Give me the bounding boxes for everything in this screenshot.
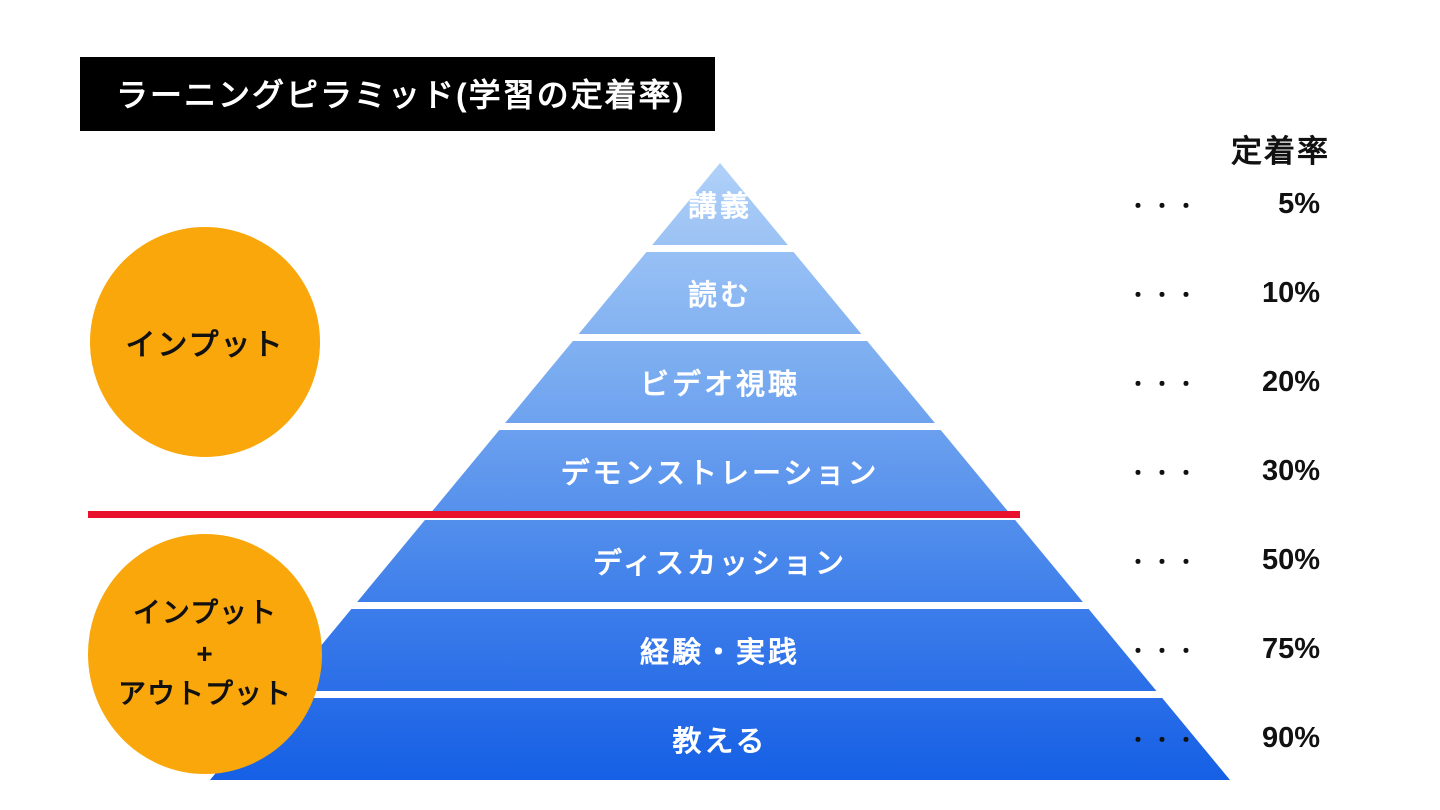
- input-output-label-line2: +: [196, 637, 214, 669]
- pyramid-band-demonstration: [210, 430, 1230, 513]
- rate-row: ・・・ 75%: [1128, 609, 1320, 691]
- rate-row: ・・・ 30%: [1128, 430, 1320, 512]
- leader-dots: ・・・: [1128, 284, 1200, 307]
- retention-rates-column: ・・・ 5% ・・・ 10% ・・・ 20% ・・・ 30% ・・・ 50% ・…: [1128, 163, 1320, 780]
- rate-row: ・・・ 90%: [1128, 698, 1320, 780]
- title-banner: ラーニングピラミッド(学習の定着率): [80, 57, 716, 131]
- input-output-group-circle: インプット + アウトプット: [88, 534, 322, 774]
- retention-rate-value: 20%: [1261, 365, 1320, 398]
- retention-rate-value: 10%: [1261, 276, 1320, 309]
- pyramid-band-practice: [210, 608, 1230, 691]
- retention-rate-value: 50%: [1261, 544, 1320, 577]
- input-output-label-line1: インプット: [132, 597, 278, 629]
- pyramid-band-video: [210, 341, 1230, 424]
- leader-dots: ・・・: [1128, 373, 1200, 396]
- rate-row: ・・・ 10%: [1128, 252, 1320, 334]
- retention-rate-value: 5%: [1278, 187, 1320, 220]
- pyramid-band-discussion: [210, 519, 1230, 602]
- rate-row: ・・・ 50%: [1128, 520, 1320, 602]
- retention-rate-value: 75%: [1261, 633, 1320, 666]
- leader-dots: ・・・: [1128, 462, 1200, 485]
- rate-row: ・・・ 5%: [1128, 163, 1320, 245]
- leader-dots: ・・・: [1128, 641, 1200, 664]
- leader-dots: ・・・: [1128, 552, 1200, 575]
- input-output-label-line3: アウトプット: [117, 678, 292, 710]
- retention-rate-header: 定着率: [1231, 134, 1330, 169]
- pyramid-band-lecture: [210, 163, 1230, 246]
- pyramid-band-reading: [210, 252, 1230, 335]
- rate-row: ・・・ 20%: [1128, 341, 1320, 423]
- leader-dots: ・・・: [1128, 730, 1200, 753]
- input-group-circle: インプット: [90, 227, 320, 457]
- retention-rate-value: 30%: [1261, 454, 1320, 487]
- page-title: ラーニングピラミッド(学習の定着率): [116, 77, 686, 113]
- pyramid-band-teaching: [210, 697, 1230, 780]
- retention-rate-value: 90%: [1261, 722, 1320, 755]
- input-group-label: インプット: [125, 329, 285, 362]
- learning-pyramid: [210, 163, 1230, 780]
- leader-dots: ・・・: [1128, 195, 1200, 218]
- input-output-divider-line: [88, 511, 1020, 518]
